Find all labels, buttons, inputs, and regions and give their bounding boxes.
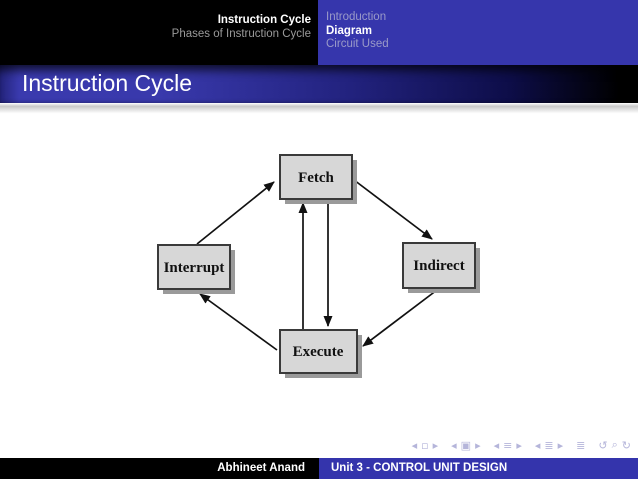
fetch-node-label: Fetch [298,170,334,186]
fetch-node [279,154,353,200]
execute-node [279,329,358,374]
nav-prev-frame-icon[interactable]: ◂ [451,438,457,452]
header-section-list: Introduction Diagram Circuit Used [318,0,638,65]
nav-forward-icon[interactable]: ↻ [621,438,631,452]
header-left-block: Instruction Cycle Phases of Instruction … [0,0,311,65]
nav-prev-subsection-icon[interactable]: ◂ [493,438,500,452]
footer-unit-title: Unit 3 - CONTROL UNIT DESIGN [331,462,508,474]
indirect-node-label: Indirect [413,258,464,274]
interrupt-node [157,244,231,290]
instruction-cycle-diagram: Fetch Interrupt Indirect Execute [157,154,480,378]
footer-author-block: Abhineet Anand [0,458,319,479]
nav-frame-icon[interactable]: ▣ [460,438,472,452]
nav-back-icon[interactable]: ↺ [598,438,608,452]
nav-appendix-icon[interactable]: ≣ [576,438,586,452]
nav-search-icon[interactable]: ⌕ [611,438,618,451]
header-frame-subtitle: Phases of Instruction Cycle [171,28,311,40]
slide-title-bar: Instruction Cycle [0,65,638,103]
header-frame-title: Instruction Cycle [217,14,311,26]
footer-author: Abhineet Anand [217,462,305,474]
section-item-introduction[interactable]: Introduction [326,11,387,23]
section-item-diagram[interactable]: Diagram [326,24,373,37]
section-item-circuit-used[interactable]: Circuit Used [326,38,389,50]
footer-unit-block: Unit 3 - CONTROL UNIT DESIGN [319,458,638,479]
slide-title: Instruction Cycle [22,70,193,96]
beamer-navigation-bar: ◂ ▫ ▸ ◂ ▣ ▸ ◂ ≡ ▸ ◂ ≣ ▸ ≣ ↺ ⌕ ↻ [410,438,633,452]
interrupt-node-label: Interrupt [164,260,225,276]
nav-subsection-icon[interactable]: ≡ [503,438,513,452]
edge-fetch-to-indirect [353,179,433,240]
nav-slide-icon[interactable]: ▫ [421,438,429,452]
nav-next-slide-icon[interactable]: ▸ [432,438,439,452]
diagram-container: Fetch Interrupt Indirect Execute [0,110,638,440]
edge-interrupt-to-fetch [196,181,275,245]
nav-prev-section-icon[interactable]: ◂ [534,438,541,452]
edge-execute-to-interrupt [199,293,278,351]
nav-prev-slide-icon[interactable]: ◂ [411,438,418,452]
nav-next-section-icon[interactable]: ▸ [557,438,564,452]
nav-next-subsection-icon[interactable]: ▸ [516,438,522,452]
edge-indirect-to-execute [362,289,438,347]
header-bar: Instruction Cycle Phases of Instruction … [0,0,638,65]
execute-node-label: Execute [293,344,344,360]
nav-section-icon[interactable]: ≣ [544,438,554,452]
title-bar-shadow [0,103,638,114]
indirect-node [402,242,476,289]
footer-bar: Abhineet Anand Unit 3 - CONTROL UNIT DES… [0,458,638,479]
nav-next-frame-icon[interactable]: ▸ [475,438,481,452]
